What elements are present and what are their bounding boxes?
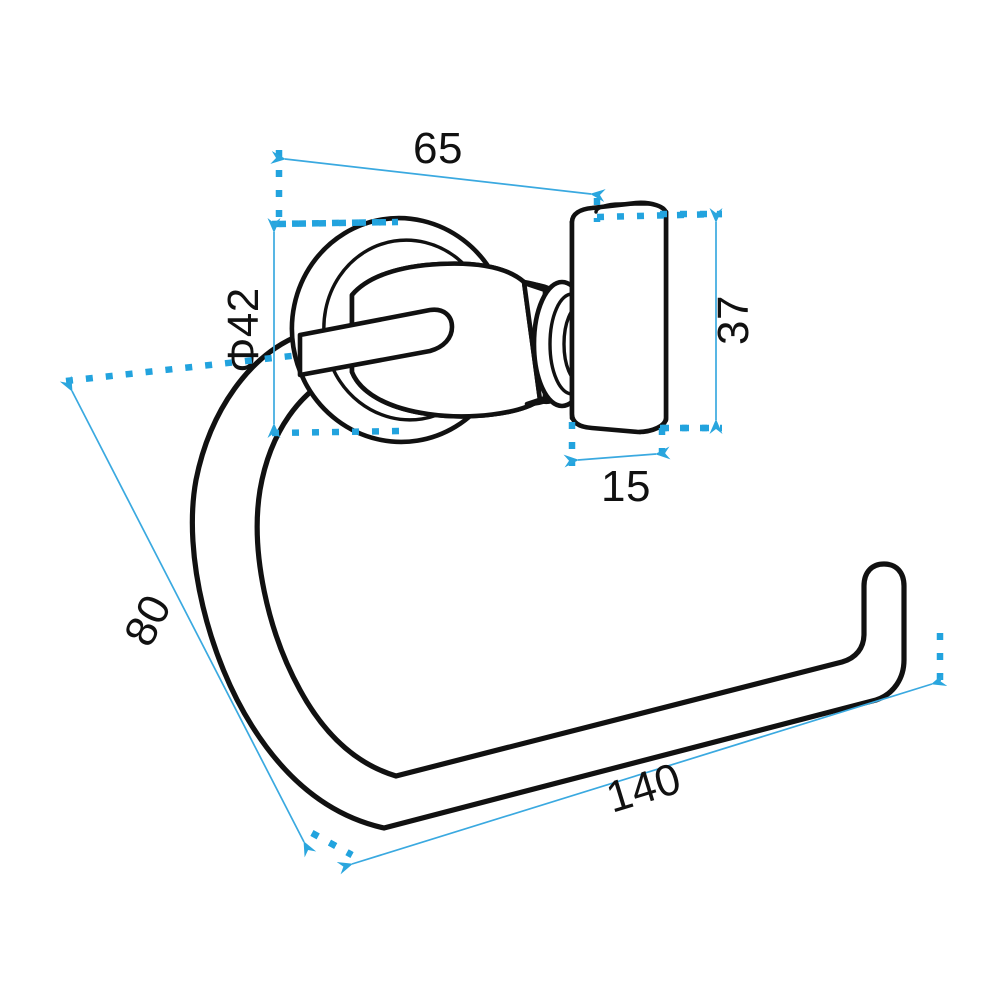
dimension-label-15: 15 xyxy=(601,462,651,511)
dimension-label-diameter-42: Φ42 xyxy=(219,287,268,373)
dimension-label-37: 37 xyxy=(709,295,758,345)
dimension-label-65: 65 xyxy=(413,124,463,173)
dimension-label-80: 80 xyxy=(115,587,181,654)
dimension-15: 15 xyxy=(563,422,722,511)
arm-stub xyxy=(297,307,455,378)
mounting-block xyxy=(569,200,669,435)
dimension-37: 37 xyxy=(660,208,758,434)
product-outline xyxy=(189,200,907,831)
dimension-65: 65 xyxy=(270,124,723,228)
